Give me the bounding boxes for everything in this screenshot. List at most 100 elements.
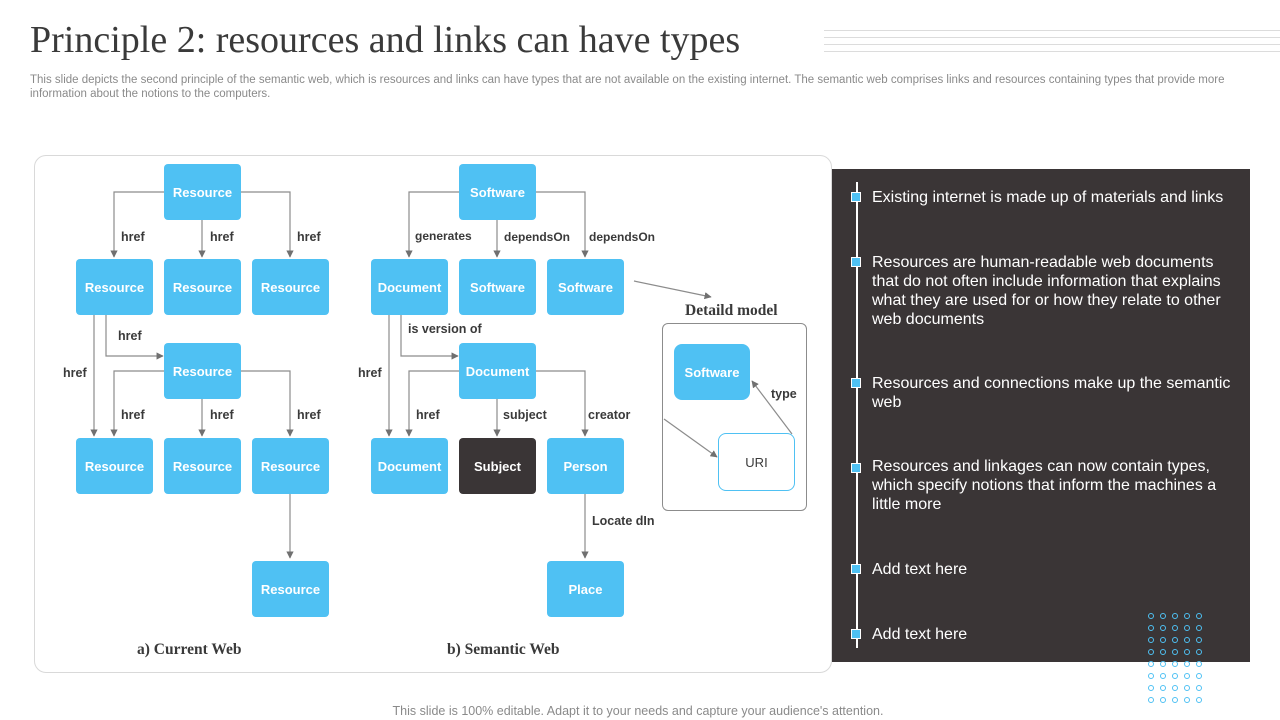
current-label-href: href [297,230,321,244]
current-node-middle: Resource [164,343,241,399]
semantic-node-document-row2: Document [371,438,448,494]
detail-label-type: type [771,387,797,401]
timeline-point [851,257,861,267]
decorative-dot [1172,613,1178,619]
decorative-dot [1196,685,1202,691]
decorative-dot [1160,673,1166,679]
semantic-label-href: href [416,408,440,422]
decorative-dot [1148,685,1154,691]
semantic-label-dependson: dependsOn [589,230,656,244]
timeline-point [851,192,861,202]
decorative-dot [1172,625,1178,631]
semantic-label-subject: subject [503,408,547,422]
decorative-dot [1148,613,1154,619]
decorative-dot [1184,661,1190,667]
current-node-row1-left: Resource [76,259,153,315]
timeline-point [851,378,861,388]
semantic-node-software-row1-right: Software [547,259,624,315]
timeline-line [856,182,858,648]
decorative-dot [1196,637,1202,643]
decorative-dot [1196,625,1202,631]
semantic-node-software-top: Software [459,164,536,220]
decorative-dot [1196,697,1202,703]
decorative-dot [1148,637,1154,643]
current-label-href: href [210,408,234,422]
decorative-dot [1148,625,1154,631]
decorative-dot [1160,649,1166,655]
semantic-label-generates: generates [415,229,472,243]
semantic-node-document-middle: Document [459,343,536,399]
slide-description: This slide depicts the second principle … [30,74,1225,100]
decorative-dot [1160,613,1166,619]
decorative-dot [1148,661,1154,667]
decorative-dot-grid [1148,613,1208,709]
current-node-row1-mid: Resource [164,259,241,315]
decorative-dot [1184,673,1190,679]
key-point-text: Existing internet is made up of material… [872,189,1224,206]
current-label-href: href [63,366,87,380]
timeline-point [851,629,861,639]
page-title: Principle 2: resources and links can hav… [30,19,741,61]
current-label-href: href [210,230,234,244]
current-label-href: href [118,329,142,343]
decorative-dot [1172,685,1178,691]
semantic-label-href: href [358,366,382,380]
detail-node-software: Software [674,344,750,400]
decorative-dot [1148,649,1154,655]
decorative-dot [1184,697,1190,703]
semantic-node-place: Place [547,561,624,617]
decorative-dot [1184,649,1190,655]
timeline-point [851,564,861,574]
current-label-href: href [297,408,321,422]
key-point-text: Add text here [872,626,968,643]
detail-model-box [662,323,807,511]
current-node-top: Resource [164,164,241,220]
decorative-dot [1196,673,1202,679]
current-node-bottom: Resource [252,561,329,617]
decorative-dot [1196,649,1202,655]
decorative-dot [1172,637,1178,643]
decorative-dot [1196,613,1202,619]
current-node-row2-left: Resource [76,438,153,494]
footer-note: This slide is 100% editable. Adapt it to… [392,704,884,718]
key-points-panel [832,169,1250,662]
decorative-dot [1160,697,1166,703]
current-label-href: href [121,230,145,244]
key-point-text: Resources and linkages can now contain t… [872,458,1217,513]
current-node-row2-right: Resource [252,438,329,494]
decorative-dot [1148,673,1154,679]
decorative-dot [1172,697,1178,703]
semantic-web-caption: b) Semantic Web [447,641,560,658]
semantic-label-is-version-of: is version of [408,322,482,336]
current-node-row2-mid: Resource [164,438,241,494]
current-label-href: href [121,408,145,422]
decorative-dot [1172,649,1178,655]
title-decoration-lines [824,30,1280,56]
decorative-dot [1160,625,1166,631]
decorative-dot [1160,685,1166,691]
decorative-dot [1184,613,1190,619]
detail-node-uri: URI [718,433,795,491]
semantic-node-software-row1-mid: Software [459,259,536,315]
decorative-dot [1172,673,1178,679]
decorative-dot [1184,637,1190,643]
key-point-text: Add text here [872,561,968,578]
decorative-dot [1160,661,1166,667]
decorative-dot [1184,625,1190,631]
key-point-text: Resources and connections make up the se… [872,375,1231,411]
decorative-dot [1196,661,1202,667]
semantic-node-person: Person [547,438,624,494]
semantic-label-dependson: dependsOn [504,230,571,244]
diagram-container [34,155,832,673]
decorative-dot [1160,637,1166,643]
current-node-row1-right: Resource [252,259,329,315]
timeline-point [851,463,861,473]
current-web-caption: a) Current Web [137,641,242,658]
decorative-dot [1172,661,1178,667]
decorative-dot [1184,685,1190,691]
decorative-dot [1148,697,1154,703]
semantic-node-subject: Subject [459,438,536,494]
detail-model-title: Detaild model [685,302,778,319]
semantic-label-creator: creator [588,408,631,422]
